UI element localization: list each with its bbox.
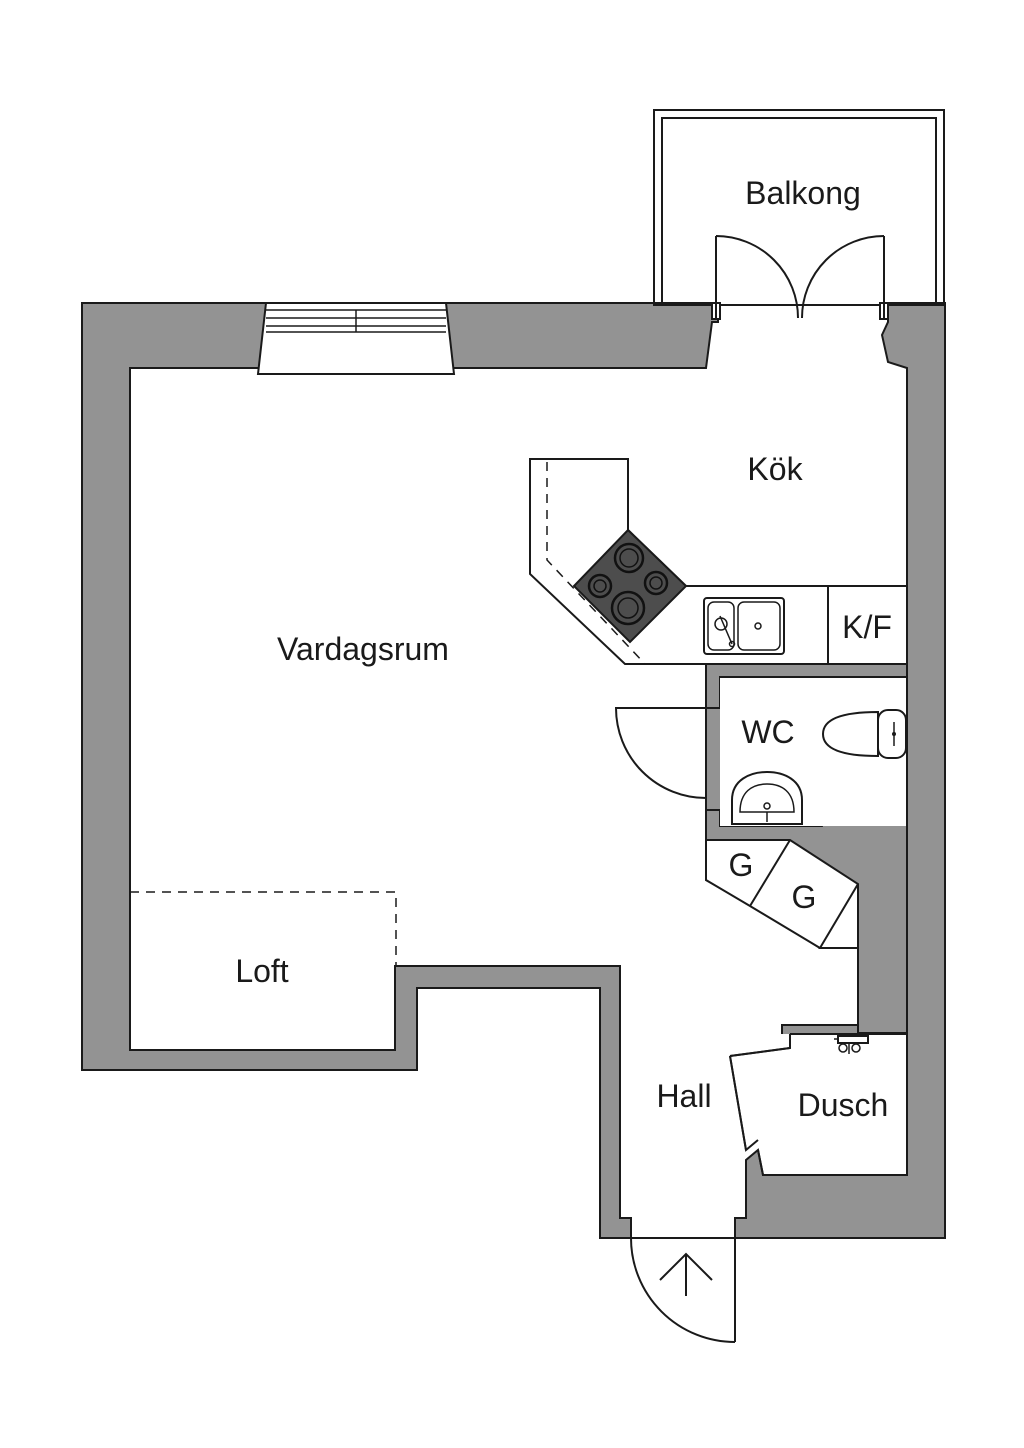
label-balkong: Balkong	[745, 175, 861, 211]
shower-room	[729, 1033, 908, 1176]
kitchen-sink-icon	[703, 597, 785, 655]
shower-mixer-icon	[834, 1035, 869, 1054]
label-closet-2: G	[792, 879, 817, 915]
loft-outline	[130, 891, 397, 966]
closets	[705, 839, 859, 949]
label-vardagsrum: Vardagsrum	[277, 631, 449, 667]
balcony-door[interactable]	[711, 235, 889, 320]
washbasin-icon	[731, 770, 803, 825]
balcony	[653, 109, 945, 306]
up-arrow-icon	[659, 1252, 713, 1296]
stove-icon	[572, 528, 688, 644]
wc-room	[614, 678, 906, 826]
window	[256, 302, 456, 375]
label-loft: Loft	[235, 953, 288, 989]
label-kf: K/F	[842, 609, 892, 645]
entrance-door[interactable]	[630, 1237, 736, 1343]
label-kok: Kök	[747, 451, 803, 487]
label-hall: Hall	[656, 1078, 711, 1114]
toilet-icon	[821, 709, 907, 759]
label-dusch: Dusch	[798, 1087, 889, 1123]
label-wc: WC	[741, 714, 794, 750]
kitchen-counter	[529, 458, 908, 665]
wall-main	[81, 302, 719, 1239]
label-closet-1: G	[729, 847, 754, 883]
